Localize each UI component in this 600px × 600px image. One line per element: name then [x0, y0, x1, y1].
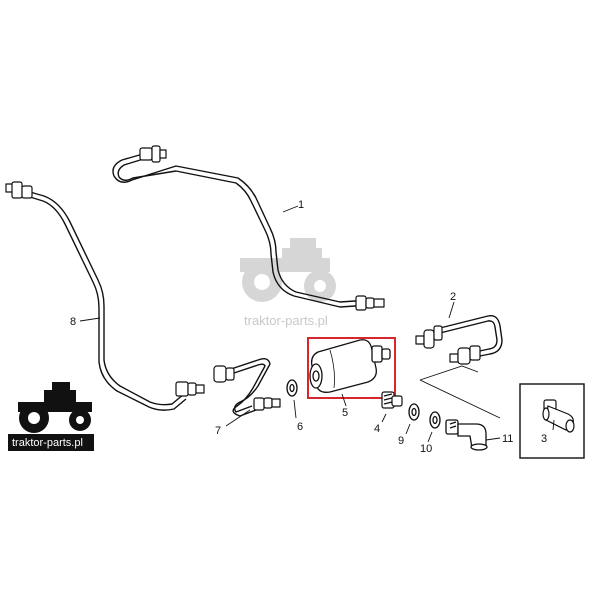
leader-4: [381, 413, 387, 423]
leader-lines: [79, 205, 555, 443]
pipe-7-upper-nut-icon: [213, 365, 235, 383]
detail-inset: [519, 383, 585, 459]
pipe-7: [213, 357, 281, 417]
leader-2: [448, 301, 455, 319]
leader-3: [552, 419, 555, 431]
callouts: 1 2 3 4 5 6 7 8 9 10 11: [70, 199, 547, 455]
watermark-text: traktor-parts.pl: [244, 313, 328, 328]
leader-10: [427, 431, 433, 443]
watermark: traktor-parts.pl: [240, 238, 336, 328]
leader-9: [405, 423, 411, 435]
pipe-8-lower-nut-icon: [175, 381, 205, 397]
washer-9: [408, 403, 420, 421]
brand-logo: traktor-parts.pl: [8, 382, 94, 451]
callout-9: 9: [398, 435, 404, 447]
reference-lines: [419, 365, 501, 419]
pipe-1-upper-nut-icon: [139, 145, 167, 163]
callout-4: 4: [374, 423, 380, 435]
washer-6: [286, 379, 298, 397]
callout-10: 10: [420, 443, 432, 455]
tee-fitting-3: [542, 399, 575, 433]
callout-8: 8: [70, 316, 76, 328]
callout-2: 2: [450, 291, 456, 303]
leader-7: [225, 409, 251, 427]
leader-1: [282, 205, 299, 213]
logo-label-bg: [8, 434, 94, 451]
pipe-7-lower-nut-icon: [253, 397, 281, 411]
tractor-logo-icon: [18, 382, 92, 433]
watermark-tractor-icon: [240, 238, 336, 302]
logo-label: traktor-parts.pl: [12, 437, 83, 449]
leader-5: [341, 393, 347, 407]
leader-8: [79, 317, 101, 322]
highlight-box: [307, 337, 396, 399]
callout-6: 6: [297, 421, 303, 433]
callout-11: 11: [502, 433, 513, 445]
callout-5: 5: [342, 407, 348, 419]
callout-7: 7: [215, 425, 221, 437]
fuel-filter-5: [307, 337, 396, 399]
pipe-2-upper-nut-icon: [415, 325, 443, 349]
callout-3: 3: [541, 433, 547, 445]
elbow-fitting-11: [445, 419, 488, 451]
pipe-8-upper-nut-icon: [5, 181, 33, 199]
leader-11: [485, 437, 501, 441]
callout-1: 1: [298, 199, 304, 211]
union-4: [381, 391, 403, 409]
leader-6: [293, 399, 297, 419]
pipe-8: [5, 181, 205, 411]
washer-10: [429, 411, 441, 429]
pipe-2: [415, 315, 503, 365]
pipe-2-lower-nut-icon: [449, 345, 481, 365]
pipe-1-lower-nut-icon: [355, 295, 385, 311]
pipe-1: [112, 145, 385, 311]
